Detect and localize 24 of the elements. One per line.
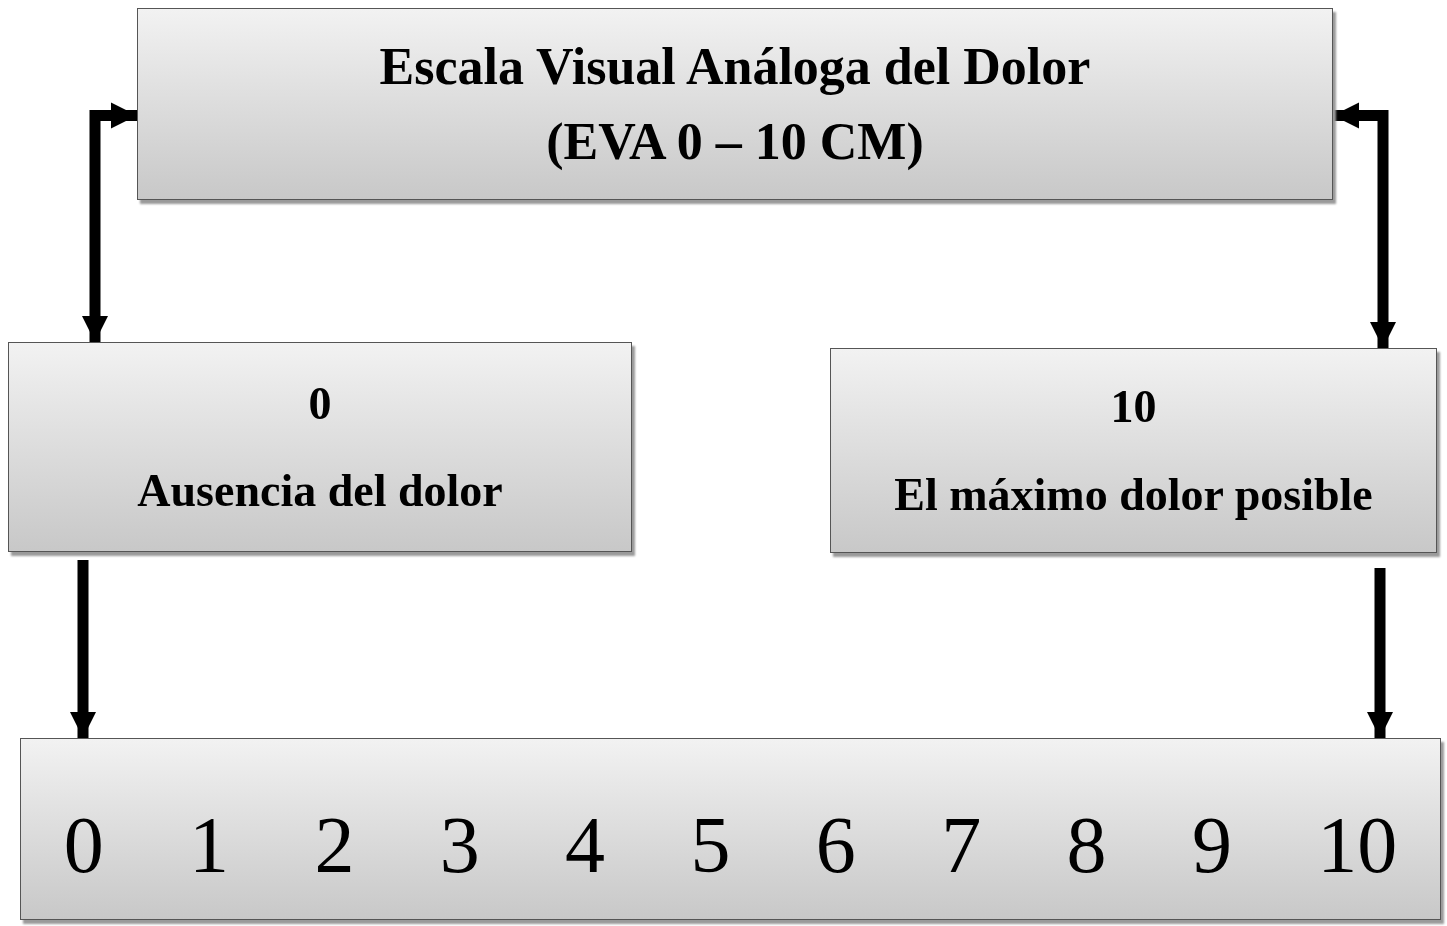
value-text: 0 — [308, 376, 332, 431]
value-text: 10 — [1110, 380, 1157, 435]
arrow — [1333, 102, 1397, 348]
arrow — [69, 560, 97, 738]
scale-box — [20, 738, 1441, 920]
scale-number: 8 — [1066, 805, 1107, 885]
scale-number: 7 — [941, 805, 982, 885]
title-text: Escala Visual Análoga del Dolor (EVA 0 – 10 CM) — [378, 36, 1092, 172]
scale-number: 0 — [63, 805, 104, 885]
description-text: Ausencia del dolor — [137, 464, 503, 518]
minimum-box — [8, 342, 632, 552]
scale-number: 5 — [690, 805, 731, 885]
title-box — [137, 8, 1333, 200]
scale-number: 2 — [314, 805, 355, 885]
arrow — [1366, 568, 1394, 738]
arrow — [81, 102, 137, 342]
scale-number: 3 — [439, 805, 480, 885]
scale-number: 6 — [815, 805, 856, 885]
maximum-box — [830, 348, 1437, 553]
scale-number: 9 — [1191, 805, 1232, 885]
scale-number: 10 — [1317, 805, 1398, 885]
scale-number: 4 — [565, 805, 606, 885]
scale-number: 1 — [189, 805, 230, 885]
description-text: El máximo dolor posible — [894, 467, 1373, 522]
